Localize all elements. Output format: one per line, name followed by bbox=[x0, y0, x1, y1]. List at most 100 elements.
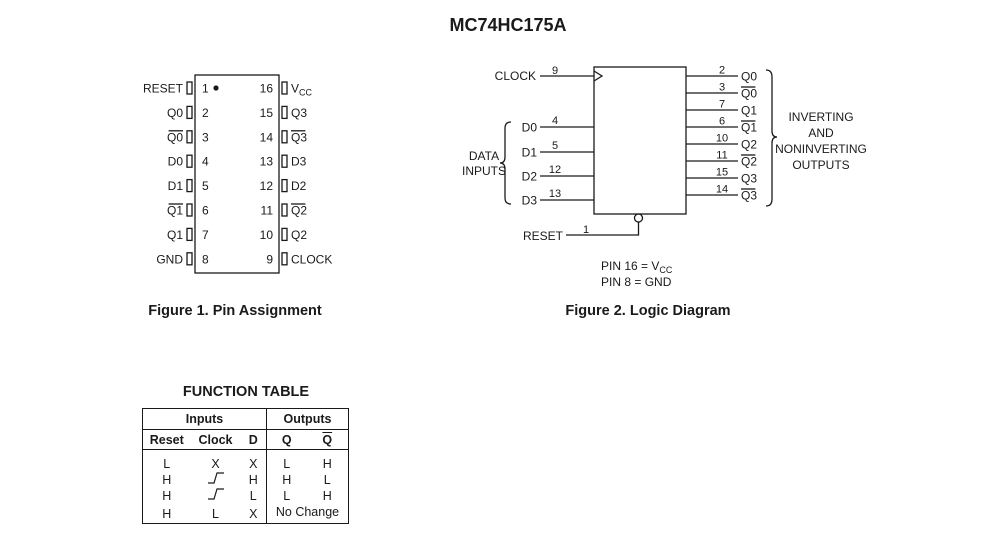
function-table: Inputs Outputs Reset Clock D Q Q L X X L… bbox=[142, 408, 349, 524]
pin-label-right: D3 bbox=[291, 155, 307, 169]
pin-stub bbox=[186, 203, 193, 217]
note-gnd: PIN 8 = GND bbox=[601, 275, 672, 289]
output-label: Q3 bbox=[741, 172, 757, 186]
header-d: D bbox=[240, 429, 267, 450]
table-cell: L bbox=[212, 506, 219, 521]
data-input-pin-number: 5 bbox=[552, 140, 558, 152]
table-cell: H bbox=[322, 489, 332, 503]
table-row: L X X L H bbox=[143, 456, 349, 472]
table-row: H L L H bbox=[143, 488, 349, 504]
outputs-group-header: Outputs bbox=[266, 408, 349, 430]
pin-number-left: 4 bbox=[202, 155, 209, 169]
output-pin-number: 11 bbox=[716, 150, 727, 162]
data-input-pin-number: 4 bbox=[552, 115, 558, 127]
output-pin-number: 3 bbox=[719, 82, 725, 94]
pin-stub bbox=[186, 227, 193, 242]
output-pin-number: 14 bbox=[716, 184, 728, 196]
output-label: Q3 bbox=[741, 189, 757, 203]
reset-inversion-bubble-icon bbox=[633, 213, 644, 223]
pin-label-left: D1 bbox=[168, 179, 184, 193]
pin-number-left: 7 bbox=[202, 228, 209, 242]
inputs-group-header: Inputs bbox=[185, 412, 224, 426]
output-pin-number: 6 bbox=[719, 116, 725, 128]
note-vcc: PIN 16 = VCC bbox=[601, 259, 673, 275]
header-q: Q bbox=[266, 429, 307, 450]
output-pin-number: 15 bbox=[716, 167, 728, 179]
table-row: H L X No Change bbox=[143, 504, 349, 524]
table-cell: X bbox=[249, 506, 258, 521]
ic-package-body bbox=[194, 74, 280, 274]
pin-stub bbox=[186, 252, 193, 266]
rising-edge-icon bbox=[191, 488, 241, 504]
data-input-label: D3 bbox=[522, 194, 538, 208]
data-inputs-brace bbox=[499, 121, 512, 205]
pin-label-right: D2 bbox=[291, 179, 307, 193]
pin-number-left: 3 bbox=[202, 130, 209, 144]
table-cell: L bbox=[266, 456, 307, 472]
pin-stub bbox=[281, 227, 288, 242]
clock-triangle-icon bbox=[593, 70, 604, 82]
table-cell: H bbox=[266, 472, 307, 488]
pin-stub bbox=[281, 130, 288, 144]
pin-number-right: 10 bbox=[260, 228, 274, 242]
pin-number-left: 2 bbox=[202, 106, 209, 120]
table-cell: L bbox=[323, 473, 331, 487]
data-inputs-label-line2: INPUTS bbox=[462, 164, 506, 178]
pin-stub bbox=[281, 252, 288, 266]
header-reset: Reset bbox=[142, 429, 191, 450]
pin-label-left: GND bbox=[156, 252, 183, 266]
figure2-caption: Figure 2. Logic Diagram bbox=[565, 303, 730, 319]
table-cell: L bbox=[266, 488, 307, 504]
outputs-label-line1: INVERTING bbox=[788, 110, 853, 124]
pin-label-right: CLOCK bbox=[291, 252, 332, 266]
flip-flop-block bbox=[593, 66, 687, 215]
output-label: Q2 bbox=[741, 155, 757, 169]
output-pin-number: 7 bbox=[719, 99, 725, 111]
pin-label-left: D0 bbox=[168, 155, 184, 169]
pin-stub bbox=[281, 203, 288, 217]
output-pin-number: 10 bbox=[716, 133, 728, 145]
data-input-pin-number: 13 bbox=[549, 188, 561, 200]
pin-stub bbox=[186, 81, 193, 95]
reset-line bbox=[566, 222, 640, 236]
pin-stub bbox=[186, 154, 193, 168]
pin-stub bbox=[186, 130, 193, 144]
pin-number-left: 8 bbox=[202, 252, 209, 266]
pin-label-right: Q2 bbox=[291, 204, 307, 218]
pin-number-right: 11 bbox=[261, 204, 274, 218]
pin-label-right: Q2 bbox=[291, 228, 307, 242]
table-cell: X bbox=[211, 457, 220, 471]
pin1-marker-dot bbox=[213, 85, 219, 91]
table-cell: H bbox=[322, 457, 332, 471]
pin-stub bbox=[281, 178, 288, 193]
table-cell: L bbox=[249, 489, 257, 503]
pin-label-left: RESET bbox=[143, 82, 184, 96]
pin-label-right: Q3 bbox=[291, 106, 307, 120]
pin-label-right: Q3 bbox=[291, 130, 307, 144]
data-input-label: D0 bbox=[522, 121, 538, 135]
table-cell: H bbox=[162, 473, 172, 487]
data-input-pin-number: 12 bbox=[549, 164, 561, 176]
output-pin-number: 2 bbox=[719, 65, 725, 77]
clock-pin-number: 9 bbox=[552, 65, 558, 77]
reset-label: RESET bbox=[523, 229, 564, 243]
pin-number-left: 6 bbox=[202, 204, 209, 218]
pin-label-left: Q1 bbox=[167, 228, 183, 242]
clock-label: CLOCK bbox=[495, 69, 536, 83]
table-row: H H H L bbox=[143, 472, 349, 488]
figure1-caption: Figure 1. Pin Assignment bbox=[148, 303, 322, 319]
output-label: Q0 bbox=[741, 87, 757, 101]
pin-label-left: Q1 bbox=[167, 204, 183, 218]
output-label: Q1 bbox=[741, 104, 757, 118]
data-input-label: D1 bbox=[522, 146, 538, 160]
table-cell: X bbox=[249, 457, 258, 471]
pin-number-right: 16 bbox=[260, 82, 274, 96]
table-cell: L bbox=[163, 457, 171, 471]
output-label: Q0 bbox=[741, 70, 757, 84]
header-q-bar: Q bbox=[306, 429, 349, 450]
pin-number-right: 15 bbox=[260, 106, 274, 120]
pin-label-left: Q0 bbox=[167, 130, 183, 144]
reset-pin-number: 1 bbox=[583, 224, 589, 236]
